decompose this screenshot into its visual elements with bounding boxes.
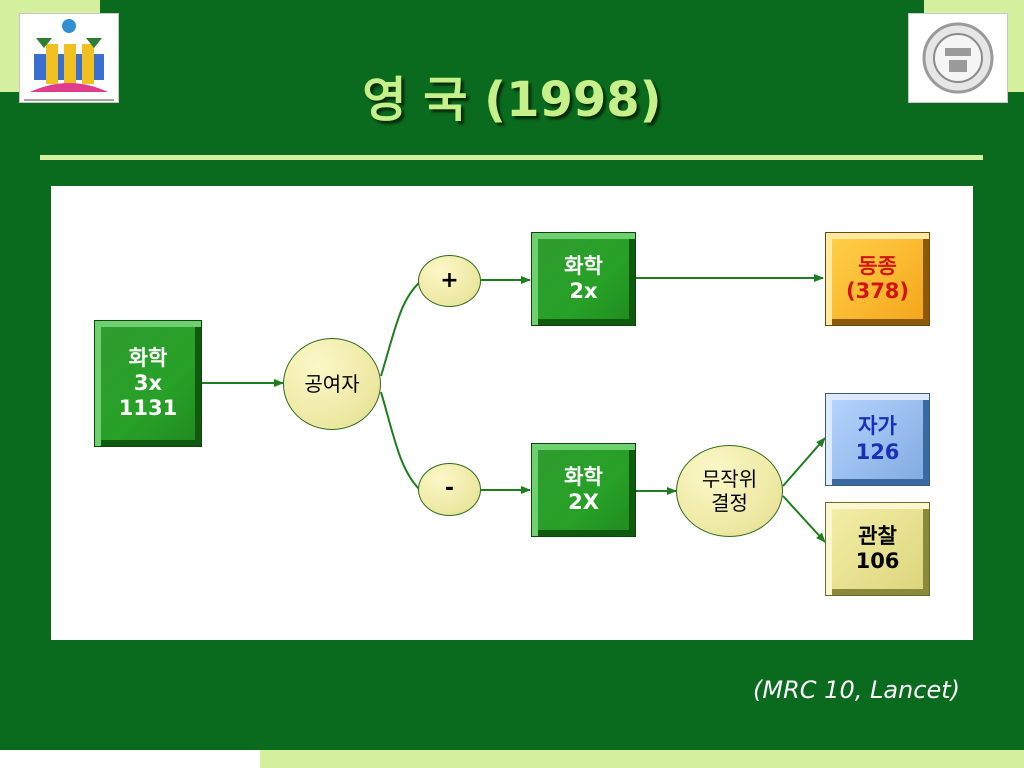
citation: (MRC 10, Lancet) [753,676,960,704]
node-chem-plus-line-1: 화학 [564,253,603,278]
node-minus-label: - [444,476,455,502]
node-allogeneic: 동종 (378) [825,232,930,326]
diagram-panel [51,186,973,640]
node-observation-label: 관찰 106 [856,524,900,574]
node-autologous-line-1: 자가 [858,414,897,439]
seal-icon [908,13,1008,103]
node-autologous: 자가 126 [825,393,930,486]
node-plus: + [418,255,481,307]
node-minus: - [418,463,481,516]
node-start-chemo-line-3: 1131 [118,396,178,421]
node-start-chemo-label: 화학 3x 1131 [119,346,177,422]
node-chem-minus-label: 화학 2X [564,465,603,515]
node-start-chemo: 화학 3x 1131 [94,320,202,447]
node-observation-line-2: 106 [855,549,900,573]
node-randomization-line-1: 무작위 [701,467,758,491]
node-chem-minus-line-1: 화학 [564,464,603,489]
title-divider [40,155,983,160]
node-autologous-line-2: 126 [855,439,900,464]
node-start-chemo-line-1: 화학 [128,345,168,370]
node-chem-plus-line-2: 2x [569,279,598,303]
node-chem-minus-line-2: 2X [568,490,599,514]
node-allogeneic-line-2: (378) [845,279,910,303]
node-allogeneic-line-1: 동종 [858,253,897,278]
node-start-chemo-line-2: 3x [133,370,163,395]
node-autologous-label: 자가 126 [856,414,900,464]
node-randomization: 무작위 결정 [676,445,783,537]
node-allogeneic-label: 동종 (378) [846,254,909,304]
node-observation: 관찰 106 [825,502,930,596]
node-plus-label: + [440,267,459,293]
node-randomization-line-2: 결정 [711,491,748,515]
node-randomization-label: 무작위 결정 [702,467,757,515]
node-chem-plus-label: 화학 2x [564,254,603,304]
node-chem-plus: 화학 2x [531,232,636,326]
corner-accent-bottom-left [0,750,260,768]
node-chem-minus: 화학 2X [531,443,636,537]
university-emblem-icon [19,13,119,103]
corner-accent-bottom-band [260,750,1024,768]
node-volunteer: 공여자 [283,338,381,430]
node-observation-line-1: 관찰 [858,523,897,548]
page-title: 영 국 (1998) [362,72,662,128]
node-volunteer-label: 공여자 [304,372,360,396]
